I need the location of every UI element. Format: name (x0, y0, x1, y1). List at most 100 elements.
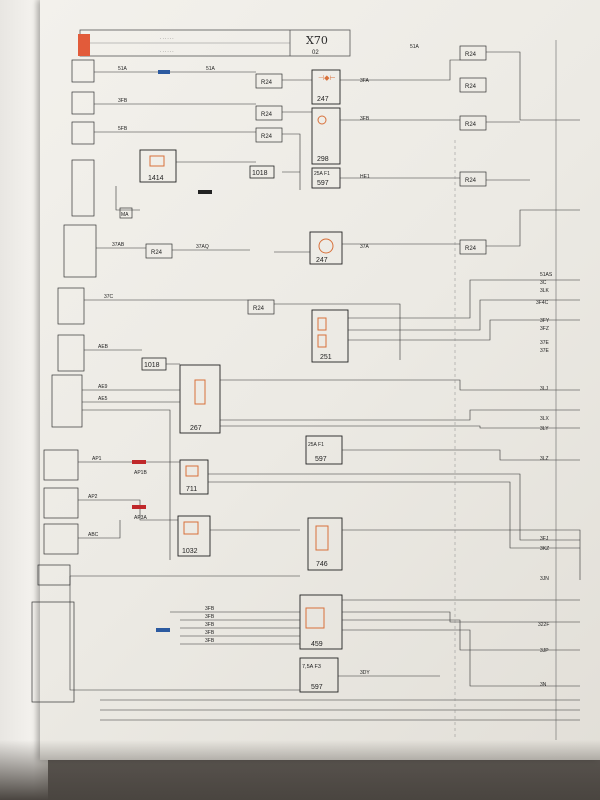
svg-text:3LK: 3LK (540, 288, 550, 294)
svg-text:R24: R24 (261, 80, 273, 86)
module-459: 459 (299, 594, 343, 650)
svg-text:247: 247 (317, 96, 329, 103)
svg-text:3FB: 3FB (205, 638, 215, 644)
svg-text:R24: R24 (151, 250, 163, 256)
top-wire-labels: 51A 3FB 5FB 51A 51A 3FA 3FB HE1 (118, 44, 420, 180)
svg-text:3FJ: 3FJ (540, 536, 549, 542)
mid-wire-labels: 37AB 37AQ 37A 37C AEB AE9 AE5 AP1 AP2 AB… (88, 242, 370, 676)
svg-text:1018: 1018 (252, 170, 268, 177)
module-267: 267 (179, 364, 221, 434)
svg-text:51A: 51A (410, 44, 420, 50)
svg-text:3LJ: 3LJ (540, 386, 549, 392)
svg-text:1032: 1032 (182, 548, 198, 555)
svg-text:· · · · · ·: · · · · · · (160, 49, 174, 54)
svg-text:3LZ: 3LZ (540, 456, 549, 462)
svg-text:3JN: 3JN (540, 576, 549, 582)
svg-text:7,5A F3: 7,5A F3 (302, 664, 321, 670)
svg-text:R24: R24 (261, 134, 273, 140)
ground-symbol: MA (119, 207, 133, 219)
svg-text:3FB: 3FB (205, 606, 215, 612)
svg-text:25A F1: 25A F1 (314, 171, 330, 177)
svg-text:AEB: AEB (98, 344, 109, 350)
blue-connector-pin (156, 628, 170, 632)
module-711: 711 (179, 459, 209, 495)
svg-text:322F: 322F (538, 622, 549, 628)
svg-text:ABC: ABC (88, 532, 99, 538)
svg-text:51A: 51A (206, 66, 216, 72)
module-746: 746 (307, 517, 343, 571)
photo-shadow (0, 740, 600, 800)
svg-text:37C: 37C (104, 294, 114, 300)
svg-text:597: 597 (317, 180, 329, 187)
module-1032: 1032 (177, 515, 211, 557)
svg-text:AP3A: AP3A (134, 515, 147, 521)
svg-text:51A: 51A (118, 66, 128, 72)
svg-text:37AQ: 37AQ (196, 244, 209, 250)
wire-network (69, 40, 581, 740)
red-connector-pin (132, 460, 146, 464)
svg-text:459: 459 (311, 641, 323, 648)
svg-text:3FA: 3FA (360, 78, 370, 84)
svg-text:37AB: 37AB (112, 242, 125, 248)
module-597-top: 25A F1 597 (311, 167, 341, 189)
svg-text:AP1: AP1 (92, 456, 102, 462)
module-1018-a: 1018 (249, 165, 275, 179)
module-251: 251 (311, 309, 349, 363)
svg-text:3FB: 3FB (360, 116, 370, 122)
svg-text:⊣◆⊢: ⊣◆⊢ (318, 75, 336, 82)
svg-text:3KZ: 3KZ (540, 546, 549, 552)
svg-text:37A: 37A (360, 244, 370, 250)
module-597-bottom: 7,5A F3 597 (299, 657, 339, 693)
svg-text:3LY: 3LY (540, 426, 549, 432)
svg-text:R24: R24 (465, 52, 477, 58)
svg-text:267: 267 (190, 425, 202, 432)
title-block: · · · · · · · · · · · · X70 02 (78, 29, 351, 57)
svg-text:1018: 1018 (144, 362, 160, 369)
svg-text:R24: R24 (261, 112, 273, 118)
svg-text:37E: 37E (540, 348, 550, 354)
svg-text:5FB: 5FB (118, 126, 128, 132)
module-1414: 1414 (139, 149, 177, 183)
svg-text:3F4C: 3F4C (536, 300, 549, 306)
svg-text:R24: R24 (465, 178, 477, 184)
svg-text:51AS: 51AS (540, 272, 553, 278)
diagram-subcode: 02 (312, 50, 319, 56)
svg-text:MA: MA (121, 212, 129, 218)
left-component-column (31, 59, 97, 703)
black-connector-pin (198, 190, 212, 194)
module-597-mid: 25A F1 597 (305, 435, 343, 465)
svg-text:AP1B: AP1B (134, 470, 147, 476)
diagram-code: X70 (306, 34, 328, 47)
svg-text:37E: 37E (540, 340, 550, 346)
svg-text:247: 247 (316, 257, 328, 264)
svg-text:3FB: 3FB (118, 98, 128, 104)
blue-connector-pin (158, 70, 170, 74)
svg-text:597: 597 (315, 456, 327, 463)
svg-text:3FB: 3FB (205, 614, 215, 620)
svg-text:3FZ: 3FZ (540, 326, 549, 332)
svg-text:R24: R24 (465, 122, 477, 128)
red-connector-pin (132, 505, 146, 509)
svg-text:R24: R24 (465, 246, 477, 252)
svg-text:3FY: 3FY (540, 318, 550, 324)
module-247: ⊣◆⊢ 247 (311, 69, 341, 105)
svg-text:711: 711 (186, 486, 197, 493)
svg-text:3LX: 3LX (540, 416, 550, 422)
svg-text:597: 597 (311, 684, 323, 691)
svg-text:R24: R24 (465, 84, 477, 90)
svg-text:3C: 3C (540, 280, 547, 286)
connector-blocks: R24 R24 R24 R24 R24 R24 R24 R24 R24 R24 (145, 45, 487, 315)
module-1018-b: 1018 (141, 357, 167, 371)
svg-text:251: 251 (320, 354, 332, 361)
svg-text:R24: R24 (253, 306, 265, 312)
svg-text:AP2: AP2 (88, 494, 98, 500)
svg-text:3FB: 3FB (205, 630, 215, 636)
svg-text:298: 298 (317, 156, 329, 163)
svg-text:AE5: AE5 (98, 396, 108, 402)
right-wire-labels: 51AS 3C 3LK 3F4C 3FY 3FZ 37E 37E 3LJ 3LX… (536, 272, 553, 688)
svg-text:25A F1: 25A F1 (308, 442, 324, 448)
svg-text:3JP: 3JP (540, 648, 549, 654)
svg-text:3DY: 3DY (360, 670, 370, 676)
svg-text:· · · · · ·: · · · · · · (160, 36, 174, 41)
